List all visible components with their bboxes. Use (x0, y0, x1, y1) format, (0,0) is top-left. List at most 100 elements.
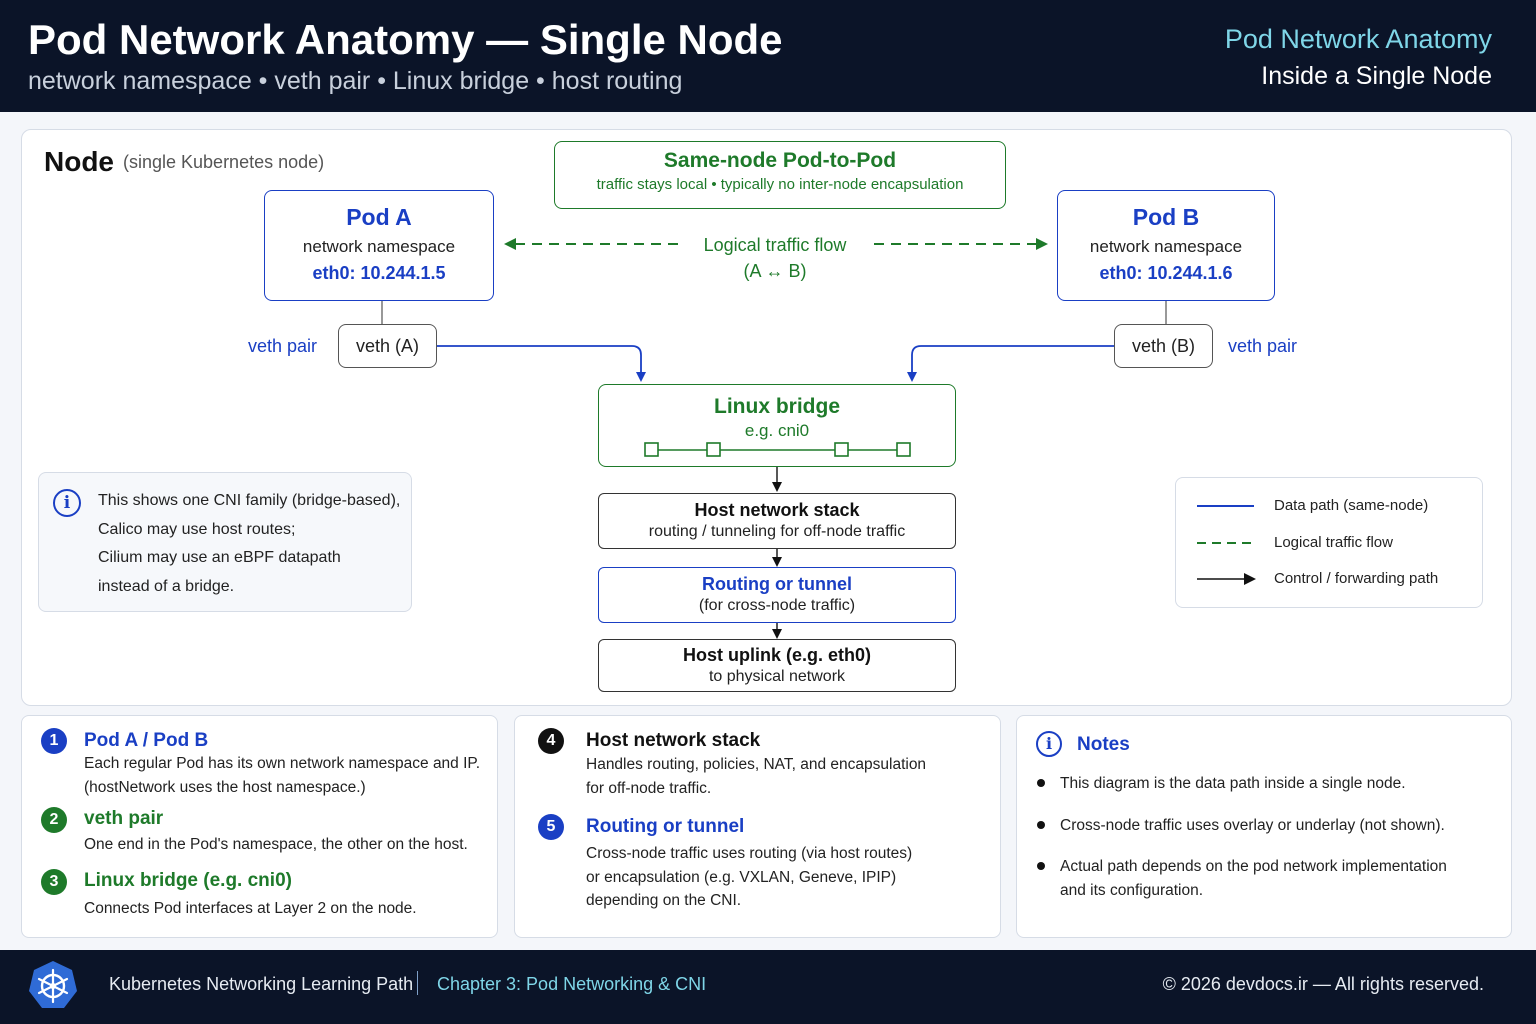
cni-info-text: This shows one CNI family (bridge-based)… (98, 487, 408, 601)
step-description: Cross-node traffic uses routing (via hos… (586, 842, 986, 913)
linux-bridge-box: Linux bridge e.g. cni0 (598, 384, 956, 467)
learning-path-link[interactable]: Kubernetes Networking Learning Path (109, 974, 414, 994)
info-line: Calico may use host routes; (98, 520, 296, 538)
step-title: Pod A / Pod B (84, 730, 209, 751)
routing-title: Routing or tunnel (702, 574, 852, 594)
notes-title: Notes (1077, 734, 1130, 755)
legend-arrow-icon (1197, 573, 1256, 585)
pod-a-namespace: network namespace (302, 237, 456, 256)
info-line: Cilium may use an eBPF datapath (98, 549, 341, 566)
routing-tunnel-box: Routing or tunnel (for cross-node traffi… (598, 567, 956, 623)
info-icon: i (53, 489, 81, 517)
legend-dashed-line-icon (1197, 542, 1254, 544)
bridge-ports-icon (644, 442, 911, 457)
step-number-badge: 4 (538, 728, 564, 754)
page-title: Pod Network Anatomy — Single Node (28, 16, 783, 63)
logical-flow-line1: Logical traffic flow (703, 235, 847, 255)
step-description: Connects Pod interfaces at Layer 2 on th… (84, 897, 494, 921)
same-node-subtitle: traffic stays local • typically no inter… (596, 176, 964, 193)
pod-b-ip: eth0: 10.244.1.6 (1099, 263, 1233, 283)
step-description: One end in the Pod's namespace, the othe… (84, 833, 494, 857)
bridge-subtitle: e.g. cni0 (744, 421, 810, 440)
routing-subtitle: (for cross-node traffic) (698, 597, 856, 614)
same-node-callout: Same-node Pod-to-Pod traffic stays local… (554, 141, 1006, 209)
page-subtitle: network namespace • veth pair • Linux br… (28, 67, 683, 95)
legend-item-data-path: Data path (same-node) (1176, 494, 1484, 518)
node-title: Node (44, 146, 114, 177)
explanation-card-1: 1 Pod A / Pod B Each regular Pod has its… (21, 715, 498, 938)
veth-a-box: veth (A) (338, 324, 437, 368)
legend-label: Logical traffic flow (1274, 534, 1393, 551)
copyright-text: © 2026 devdocs.ir — All rights reserved. (1162, 974, 1484, 994)
bullet-icon (1037, 779, 1045, 787)
note-item: This diagram is the data path inside a s… (1060, 772, 1500, 796)
host-network-stack-box: Host network stack routing / tunneling f… (598, 493, 956, 549)
uplink-title: Host uplink (e.g. eth0) (682, 645, 871, 665)
note-item: Cross-node traffic uses overlay or under… (1060, 814, 1500, 838)
note-item: Actual path depends on the pod network i… (1060, 855, 1500, 902)
step-number-badge: 2 (41, 807, 67, 833)
pod-b-namespace: network namespace (1089, 237, 1243, 256)
step-title: veth pair (84, 808, 164, 829)
desc-line: depending on the CNI. (586, 892, 742, 909)
note-line: This diagram is the data path inside a s… (1060, 775, 1406, 792)
logical-flow-label: Logical traffic flow (A ↔ B) (690, 232, 860, 284)
footer-divider (417, 971, 418, 995)
kubernetes-helm-icon (29, 961, 77, 1008)
legend: Data path (same-node) Logical traffic fl… (1175, 477, 1483, 608)
bullet-icon (1037, 862, 1045, 870)
pod-a-box: Pod A network namespace eth0: 10.244.1.5 (264, 190, 494, 301)
veth-a-data-path (437, 345, 646, 382)
node-subtitle: (single Kubernetes node) (123, 152, 325, 172)
step-number-badge: 3 (41, 869, 67, 895)
desc-line: Cross-node traffic uses routing (via hos… (586, 845, 913, 862)
step-number-badge: 5 (538, 814, 564, 840)
header: Pod Network Anatomy — Single Node networ… (0, 0, 1536, 112)
desc-line: or encapsulation (e.g. VXLAN, Geneve, IP… (586, 868, 897, 886)
desc-line: Each regular Pod has its own network nam… (84, 755, 481, 772)
veth-pair-label-b: veth pair (1228, 336, 1298, 356)
host-stack-subtitle: routing / tunneling for off-node traffic (648, 523, 906, 540)
legend-item-control-path: Control / forwarding path (1176, 567, 1484, 591)
bridge-title: Linux bridge (714, 395, 840, 418)
host-uplink-box: Host uplink (e.g. eth0) to physical netw… (598, 639, 956, 692)
pod-b-name: Pod B (1132, 204, 1200, 230)
uplink-subtitle: to physical network (708, 668, 846, 685)
info-icon: i (1036, 731, 1062, 757)
pod-a-name: Pod A (346, 204, 412, 230)
desc-line: for off-node traffic. (586, 779, 712, 797)
legend-item-logical-flow: Logical traffic flow (1176, 531, 1484, 555)
step-title: Linux bridge (e.g. cni0) (84, 870, 292, 891)
note-line: Actual path depends on the pod network i… (1060, 858, 1447, 875)
step-description: Handles routing, policies, NAT, and enca… (586, 753, 986, 800)
pod-b-box: Pod B network namespace eth0: 10.244.1.6 (1057, 190, 1275, 301)
chapter-link[interactable]: Chapter 3: Pod Networking & CNI (437, 974, 707, 994)
explanation-card-2: 4 Host network stack Handles routing, po… (514, 715, 1001, 938)
desc-line: Connects Pod interfaces at Layer 2 on th… (84, 900, 417, 917)
desc-line: (hostNetwork uses the host namespace.) (84, 778, 366, 796)
info-line: This shows one CNI family (bridge-based)… (98, 492, 401, 509)
step-title: Routing or tunnel (586, 816, 745, 837)
veth-b-box: veth (B) (1114, 324, 1213, 368)
step-title: Host network stack (586, 730, 761, 751)
logical-flow-line2: (A ↔ B) (743, 261, 807, 281)
legend-solid-line-icon (1197, 505, 1254, 507)
cni-info-box: i This shows one CNI family (bridge-base… (38, 472, 412, 612)
pod-a-ip: eth0: 10.244.1.5 (312, 263, 446, 283)
notes-card: i Notes This diagram is the data path in… (1016, 715, 1512, 938)
host-stack-title: Host network stack (694, 500, 860, 520)
step-number-badge: 1 (41, 728, 67, 754)
footer: Kubernetes Networking Learning Path Chap… (0, 950, 1536, 1024)
step-description: Each regular Pod has its own network nam… (84, 752, 494, 799)
veth-b-data-path (907, 345, 1114, 382)
legend-label: Control / forwarding path (1274, 570, 1439, 587)
veth-pair-label-a: veth pair (248, 336, 318, 356)
header-right-title: Pod Network Anatomy (1224, 24, 1492, 54)
header-right-subtitle: Inside a Single Node (1261, 62, 1492, 90)
bullet-icon (1037, 821, 1045, 829)
same-node-title: Same-node Pod-to-Pod (663, 149, 897, 172)
legend-label: Data path (same-node) (1274, 497, 1429, 514)
desc-line: One end in the Pod's namespace, the othe… (84, 836, 468, 853)
desc-line: Handles routing, policies, NAT, and enca… (586, 756, 927, 773)
